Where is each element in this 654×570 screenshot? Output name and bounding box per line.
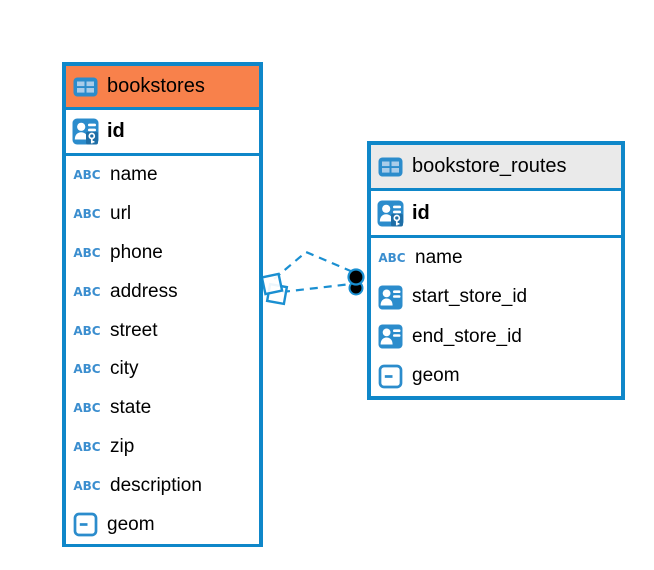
circle-endpoint-markers — [347, 268, 365, 296]
text-type-icon — [378, 251, 406, 265]
column-row-street[interactable]: street — [66, 311, 259, 350]
relationship-line-upper — [273, 250, 354, 280]
table-bookstore-routes[interactable]: bookstore_routes id name — [367, 141, 625, 400]
foreign-key-icon — [378, 285, 403, 310]
column-label: description — [110, 474, 202, 496]
column-row-state[interactable]: state — [66, 388, 259, 428]
geometry-type-icon — [378, 364, 403, 389]
column-row-geom[interactable]: geom — [66, 505, 259, 544]
column-row-phone[interactable]: phone — [66, 233, 259, 273]
table-icon — [73, 77, 98, 97]
table-bookstores[interactable]: bookstores id name — [62, 62, 263, 547]
column-label: start_store_id — [412, 286, 528, 308]
text-type-icon — [73, 324, 101, 338]
text-type-icon — [73, 440, 101, 454]
column-row-address[interactable]: address — [66, 272, 259, 312]
column-row-description[interactable]: description — [66, 466, 259, 506]
column-label: name — [110, 164, 158, 186]
column-row-name[interactable]: name — [66, 156, 259, 195]
column-label: id — [107, 120, 125, 142]
column-label: id — [412, 201, 430, 224]
text-type-icon — [73, 479, 101, 493]
column-row-zip[interactable]: zip — [66, 427, 259, 467]
column-row-id[interactable]: id — [371, 191, 621, 238]
column-label: state — [110, 397, 152, 419]
column-label: address — [110, 280, 178, 302]
foreign-key-icon — [378, 324, 403, 349]
primary-key-icon — [72, 118, 99, 145]
table-title: bookstore_routes — [412, 155, 567, 177]
text-type-icon — [73, 246, 101, 260]
column-label: phone — [110, 241, 163, 263]
column-label: street — [110, 319, 158, 341]
column-label: city — [110, 358, 139, 380]
column-label: zip — [110, 435, 135, 457]
table-bookstores-header[interactable]: bookstores — [66, 66, 259, 110]
text-type-icon — [73, 168, 101, 182]
table-bookstore-routes-header[interactable]: bookstore_routes — [371, 145, 621, 191]
table-title: bookstores — [107, 75, 205, 97]
text-type-icon — [73, 207, 101, 221]
primary-key-icon — [377, 200, 404, 227]
column-row-city[interactable]: city — [66, 349, 259, 389]
diamond-endpoint-markers — [260, 272, 289, 306]
column-row-id[interactable]: id — [66, 110, 259, 156]
column-label: url — [110, 203, 132, 225]
column-row-start-store-id[interactable]: start_store_id — [371, 277, 621, 317]
text-type-icon — [73, 362, 101, 376]
text-type-icon — [73, 285, 101, 299]
text-type-icon — [73, 401, 101, 415]
relationship-line-lower — [281, 282, 352, 294]
geometry-type-icon — [73, 512, 98, 537]
column-row-url[interactable]: url — [66, 194, 259, 234]
column-label: geom — [107, 513, 155, 535]
column-label: name — [415, 246, 463, 268]
column-row-geom[interactable]: geom — [371, 356, 621, 396]
column-row-name[interactable]: name — [371, 238, 621, 278]
column-row-end-store-id[interactable]: end_store_id — [371, 317, 621, 357]
column-label: geom — [412, 365, 460, 387]
table-icon — [378, 157, 403, 177]
column-label: end_store_id — [412, 325, 522, 347]
